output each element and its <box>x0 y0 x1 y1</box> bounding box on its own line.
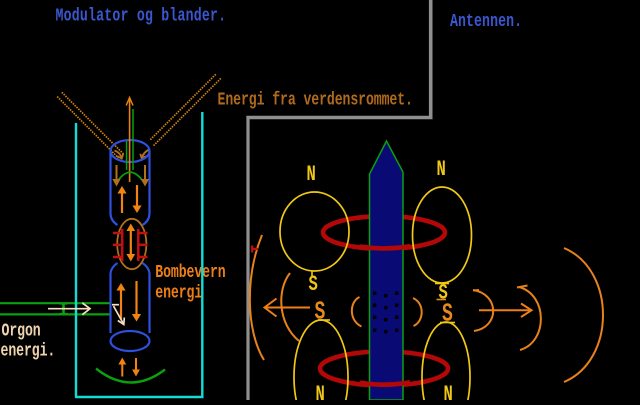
svg-text:energi: energi <box>155 283 202 304</box>
svg-text:S: S <box>439 280 448 306</box>
svg-text:N: N <box>307 161 316 187</box>
svg-text:Antennen.: Antennen. <box>450 11 522 32</box>
svg-text:N: N <box>437 156 446 182</box>
svg-text:S: S <box>315 298 326 327</box>
svg-text:S: S <box>309 271 318 297</box>
svg-text:Bombevern: Bombevern <box>155 262 225 283</box>
svg-text:Modulator og blander.: Modulator og blander. <box>56 6 227 27</box>
svg-text:energi.: energi. <box>1 341 56 362</box>
svg-text:N: N <box>444 381 453 400</box>
svg-text:S: S <box>442 300 453 329</box>
svg-text:N: N <box>316 381 325 400</box>
svg-text:Orgon: Orgon <box>2 321 41 342</box>
svg-text:Energi fra verdensrommet.: Energi fra verdensrommet. <box>218 89 413 110</box>
